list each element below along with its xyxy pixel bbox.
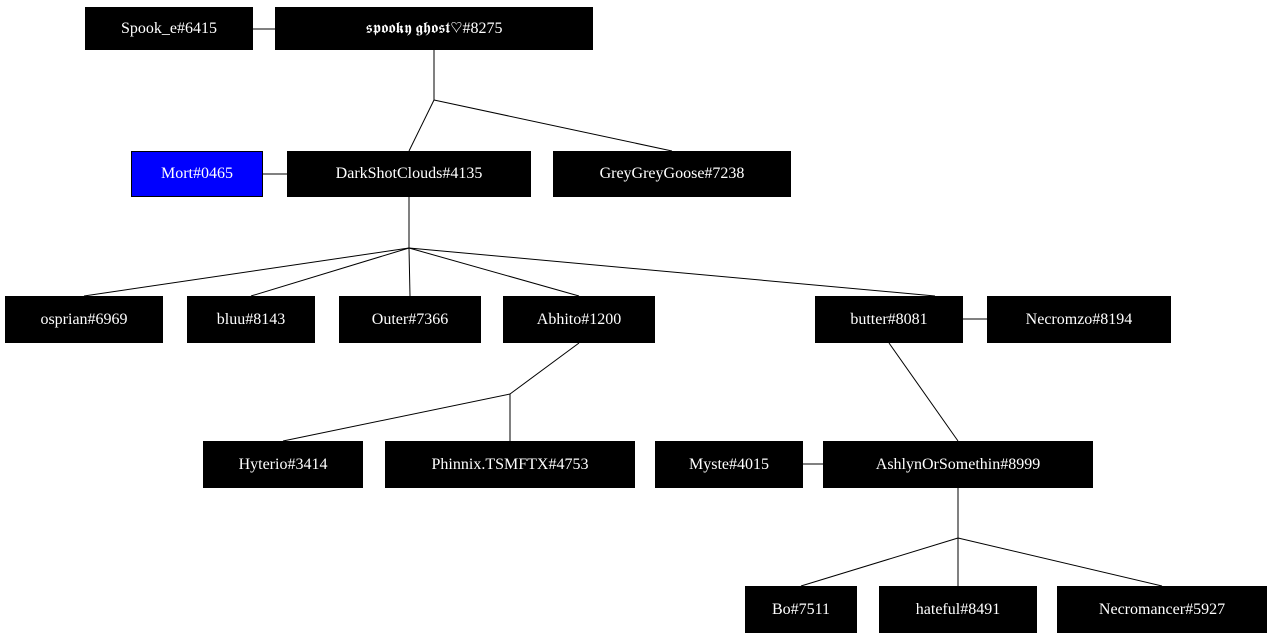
node-myste: Myste#4015 [655,441,803,488]
edge-descent-abhito [509,342,580,395]
node-necromzo: Necromzo#8194 [987,296,1171,343]
node-phinnix: Phinnix.TSMFTX#4753 [385,441,635,488]
node-mort-highlighted: Mort#0465 [131,151,263,197]
node-hyterio: Hyterio#3414 [203,441,363,488]
edge-darkshot-osprian [83,247,410,297]
edge-abhito-hyterio [282,393,511,442]
node-butter: butter#8081 [815,296,963,343]
edge-butter-ashlyn [888,342,959,442]
node-hateful: hateful#8491 [879,586,1037,633]
edge-ashlyn-necromancer [957,537,1163,587]
edge-ashlyn-bo [800,537,959,587]
node-necromancer: Necromancer#5927 [1057,586,1267,633]
node-darkshotclouds: DarkShotClouds#4135 [287,151,531,197]
edge-darkshot-bluu [250,247,410,297]
node-heart: 𝖘𝖕𝖔𝖔𝖐𝖞 𝖌𝖍𝖔𝖘𝖙♡#8275 [275,7,593,50]
edge-top-darkshot [408,99,435,152]
node-osprian: osprian#6969 [5,296,163,343]
node-ashlyn: AshlynOrSomethin#8999 [823,441,1093,488]
node-outer: Outer#7366 [339,296,481,343]
node-abhito: Abhito#1200 [503,296,655,343]
node-greygreygoose: GreyGreyGoose#7238 [553,151,791,197]
node-bluu: bluu#8143 [187,296,315,343]
node-bo: Bo#7511 [745,586,857,633]
edge-darkshot-butter [408,247,936,297]
edge-top-greygoose [433,99,673,152]
edge-darkshot-abhito [408,247,580,297]
node-spook: Spook_e#6415 [85,7,253,50]
edge-darkshot-outer [408,247,411,297]
